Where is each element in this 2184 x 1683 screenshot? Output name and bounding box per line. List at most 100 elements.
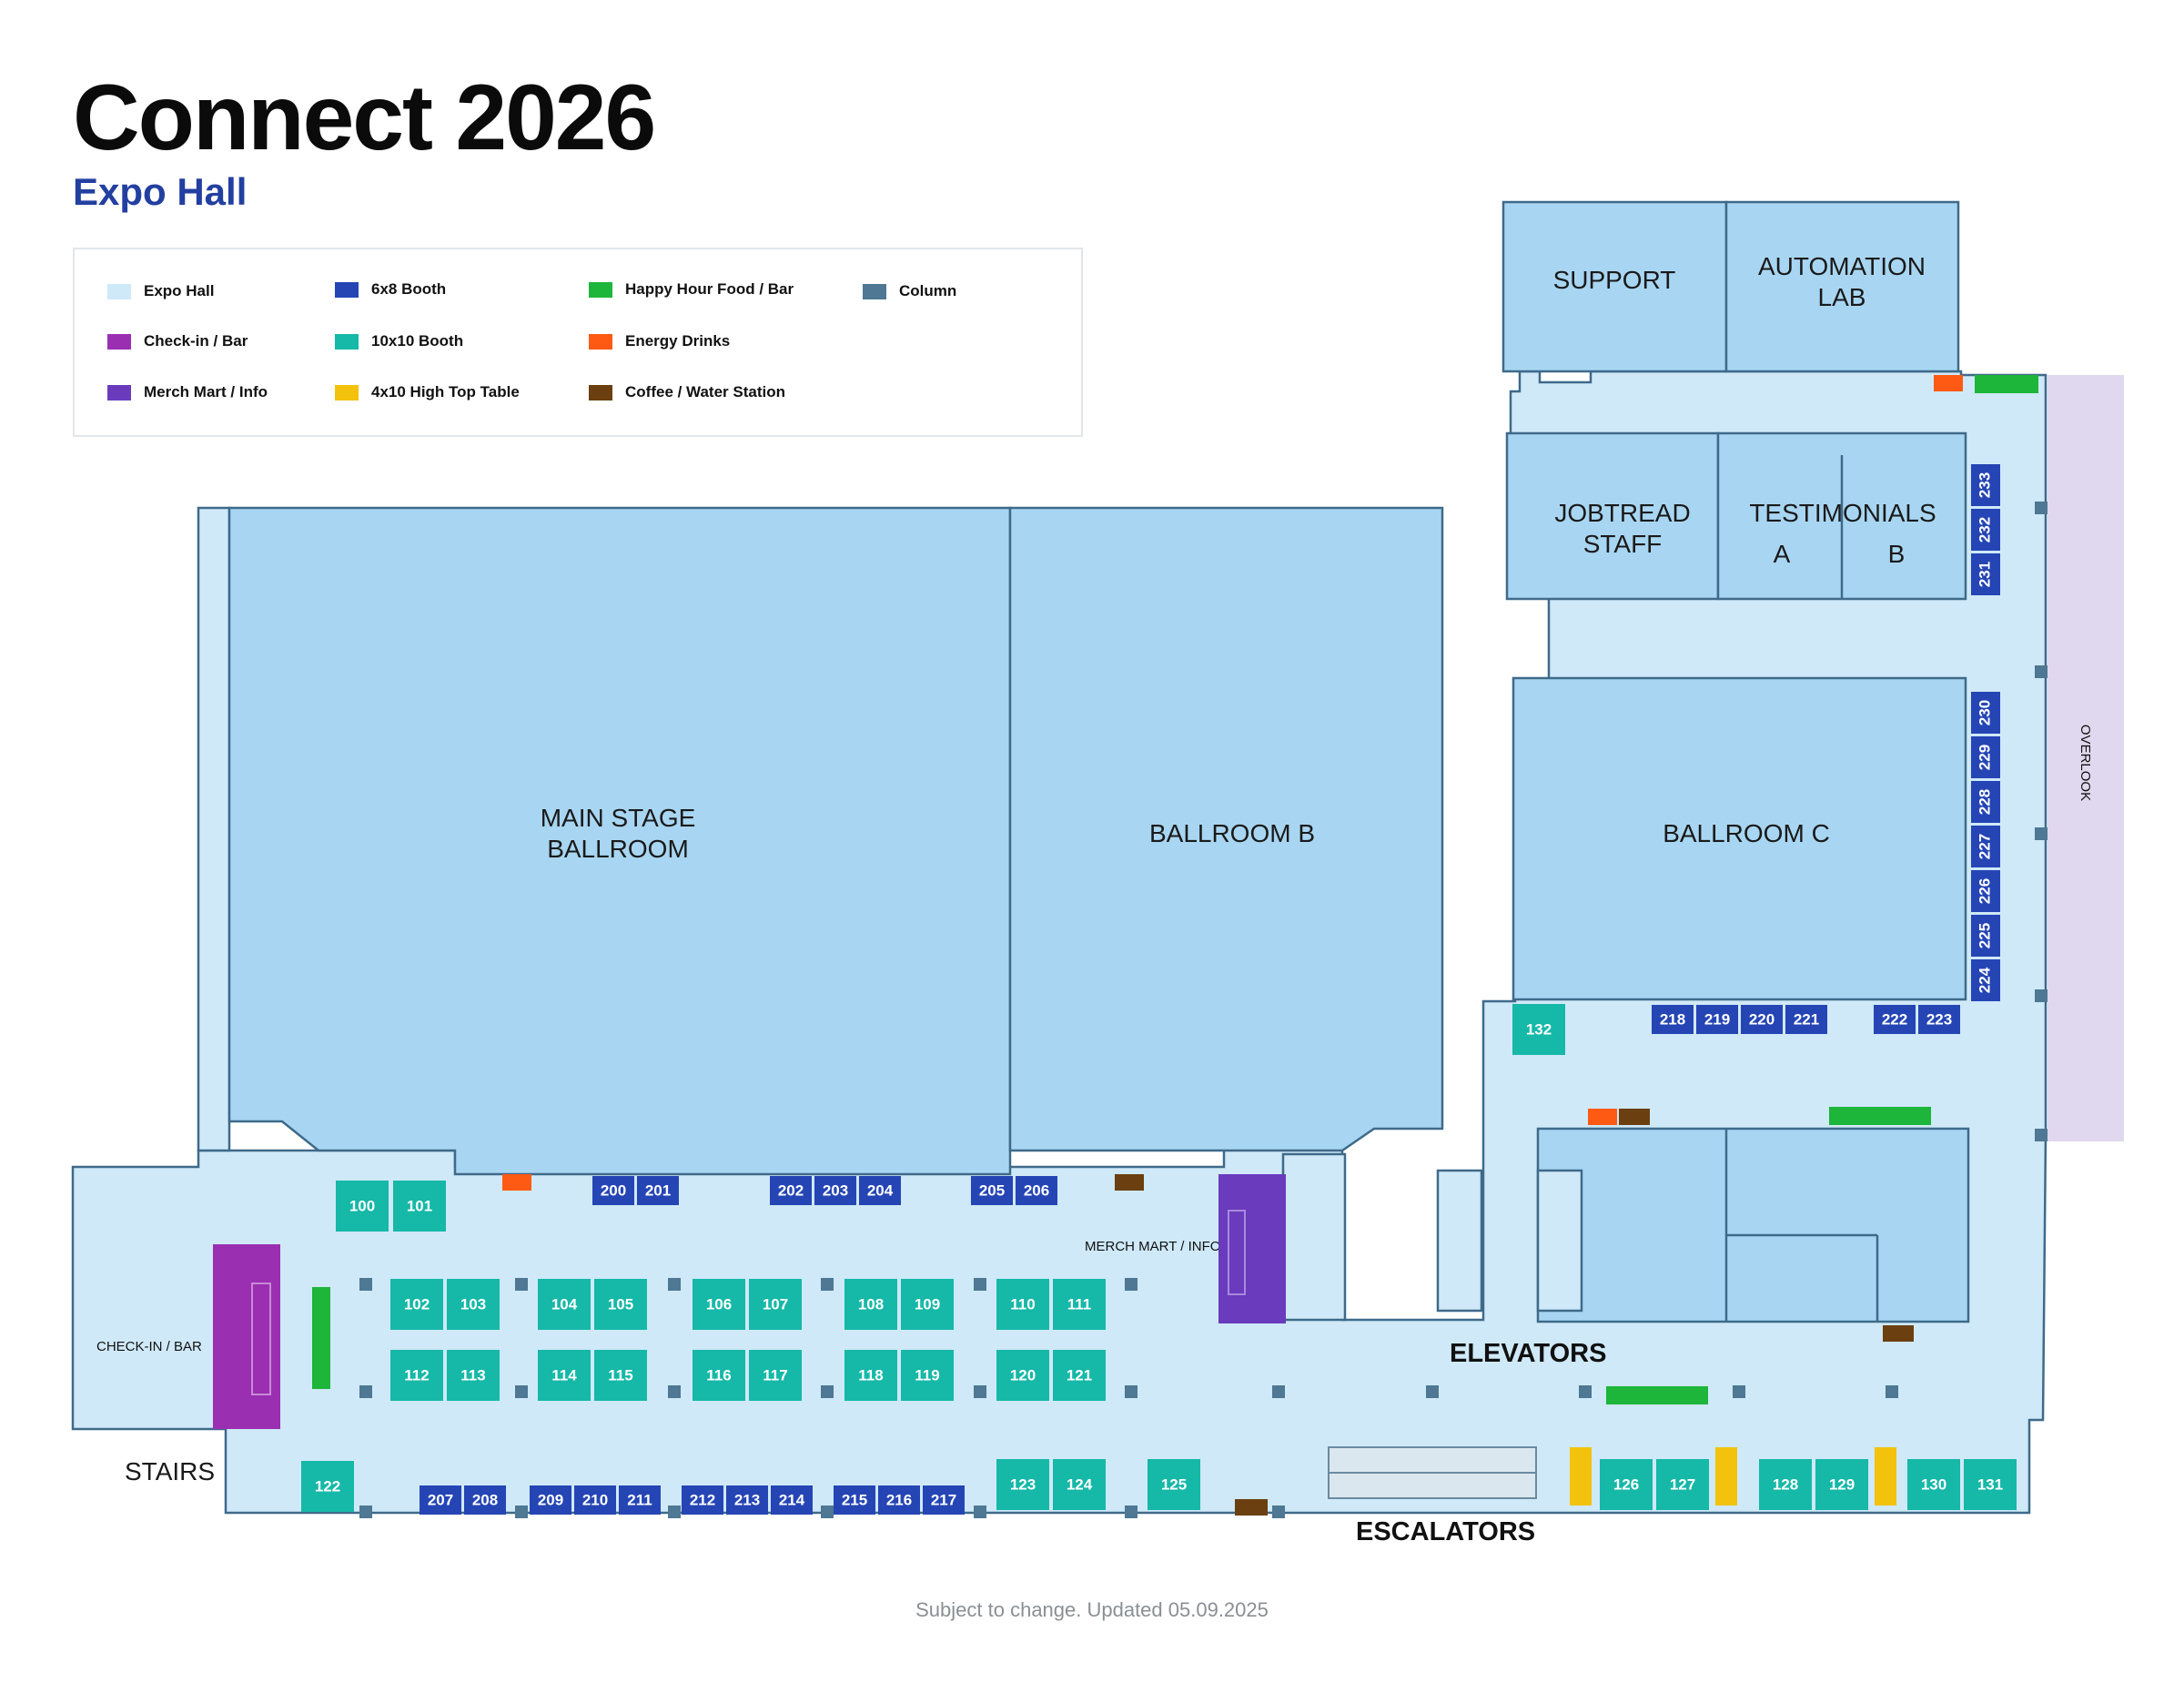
booth-6x8-214[interactable]: 214 (771, 1485, 813, 1515)
booth-rect[interactable] (1053, 1350, 1106, 1401)
booth-10x10-110[interactable]: 110 (996, 1279, 1049, 1330)
booth-rect[interactable] (1741, 1005, 1783, 1034)
booth-6x8-200[interactable]: 200 (592, 1176, 634, 1205)
booth-6x8-224[interactable]: 224 (1971, 959, 2000, 1001)
booth-rect[interactable] (814, 1176, 856, 1205)
booth-rect[interactable] (594, 1279, 647, 1330)
booth-10x10-132[interactable]: 132 (1512, 1004, 1565, 1055)
booth-rect[interactable] (996, 1279, 1049, 1330)
booth-10x10-120[interactable]: 120 (996, 1350, 1049, 1401)
booth-rect[interactable] (1053, 1279, 1106, 1330)
booth-6x8-218[interactable]: 218 (1652, 1005, 1694, 1034)
booth-rect[interactable] (770, 1176, 812, 1205)
booth-rect[interactable] (420, 1485, 461, 1515)
booth-6x8-206[interactable]: 206 (1016, 1176, 1057, 1205)
booth-6x8-202[interactable]: 202 (770, 1176, 812, 1205)
booth-6x8-208[interactable]: 208 (464, 1485, 506, 1515)
booth-rect[interactable] (1600, 1459, 1653, 1510)
booth-10x10-111[interactable]: 111 (1053, 1279, 1106, 1330)
booth-rect[interactable] (859, 1176, 901, 1205)
booth-6x8-210[interactable]: 210 (574, 1485, 616, 1515)
booth-6x8-231[interactable]: 231 (1971, 553, 2000, 595)
booth-rect[interactable] (1874, 1005, 1916, 1034)
booth-6x8-219[interactable]: 219 (1696, 1005, 1738, 1034)
booth-10x10-118[interactable]: 118 (844, 1350, 897, 1401)
booth-rect[interactable] (1512, 1004, 1565, 1055)
booth-10x10-122[interactable]: 122 (301, 1461, 354, 1512)
booth-rect[interactable] (538, 1350, 591, 1401)
booth-rect[interactable] (1971, 692, 2000, 734)
booth-6x8-209[interactable]: 209 (530, 1485, 571, 1515)
booth-6x8-204[interactable]: 204 (859, 1176, 901, 1205)
booth-rect[interactable] (1652, 1005, 1694, 1034)
booth-rect[interactable] (971, 1176, 1013, 1205)
booth-rect[interactable] (637, 1176, 679, 1205)
booth-10x10-108[interactable]: 108 (844, 1279, 897, 1330)
booth-10x10-100[interactable]: 100 (336, 1181, 389, 1232)
booth-10x10-106[interactable]: 106 (693, 1279, 745, 1330)
booth-rect[interactable] (1971, 464, 2000, 506)
booth-10x10-101[interactable]: 101 (393, 1181, 446, 1232)
booth-6x8-216[interactable]: 216 (878, 1485, 920, 1515)
booth-rect[interactable] (447, 1279, 500, 1330)
booth-rect[interactable] (844, 1279, 897, 1330)
booth-rect[interactable] (1971, 870, 2000, 912)
booth-rect[interactable] (619, 1485, 661, 1515)
booth-rect[interactable] (1907, 1459, 1960, 1510)
booth-10x10-103[interactable]: 103 (447, 1279, 500, 1330)
booth-10x10-114[interactable]: 114 (538, 1350, 591, 1401)
booth-6x8-230[interactable]: 230 (1971, 692, 2000, 734)
booth-rect[interactable] (901, 1279, 954, 1330)
booth-rect[interactable] (1785, 1005, 1827, 1034)
booth-rect[interactable] (1656, 1459, 1709, 1510)
booth-rect[interactable] (844, 1350, 897, 1401)
booth-6x8-215[interactable]: 215 (834, 1485, 875, 1515)
booth-6x8-221[interactable]: 221 (1785, 1005, 1827, 1034)
booth-10x10-127[interactable]: 127 (1656, 1459, 1709, 1510)
booth-rect[interactable] (901, 1350, 954, 1401)
booth-rect[interactable] (693, 1350, 745, 1401)
booth-6x8-201[interactable]: 201 (637, 1176, 679, 1205)
booth-rect[interactable] (1918, 1005, 1960, 1034)
booth-rect[interactable] (1148, 1459, 1200, 1510)
booth-rect[interactable] (464, 1485, 506, 1515)
booth-6x8-226[interactable]: 226 (1971, 870, 2000, 912)
booth-10x10-105[interactable]: 105 (594, 1279, 647, 1330)
booth-rect[interactable] (771, 1485, 813, 1515)
booth-rect[interactable] (834, 1485, 875, 1515)
booth-rect[interactable] (749, 1279, 802, 1330)
booth-rect[interactable] (923, 1485, 965, 1515)
booth-rect[interactable] (682, 1485, 723, 1515)
booth-rect[interactable] (726, 1485, 768, 1515)
booth-10x10-107[interactable]: 107 (749, 1279, 802, 1330)
booth-6x8-213[interactable]: 213 (726, 1485, 768, 1515)
booth-10x10-129[interactable]: 129 (1815, 1459, 1868, 1510)
booth-10x10-124[interactable]: 124 (1053, 1459, 1106, 1510)
booth-6x8-203[interactable]: 203 (814, 1176, 856, 1205)
booth-rect[interactable] (996, 1459, 1049, 1510)
booth-rect[interactable] (1971, 915, 2000, 957)
booth-rect[interactable] (530, 1485, 571, 1515)
booth-rect[interactable] (1971, 553, 2000, 595)
booth-10x10-102[interactable]: 102 (390, 1279, 443, 1330)
booth-rect[interactable] (390, 1279, 443, 1330)
booth-rect[interactable] (1815, 1459, 1868, 1510)
booth-6x8-222[interactable]: 222 (1874, 1005, 1916, 1034)
booth-10x10-109[interactable]: 109 (901, 1279, 954, 1330)
booth-6x8-205[interactable]: 205 (971, 1176, 1013, 1205)
booth-rect[interactable] (594, 1350, 647, 1401)
booth-10x10-130[interactable]: 130 (1907, 1459, 1960, 1510)
booth-rect[interactable] (447, 1350, 500, 1401)
booth-rect[interactable] (1696, 1005, 1738, 1034)
booth-6x8-233[interactable]: 233 (1971, 464, 2000, 506)
booth-rect[interactable] (749, 1350, 802, 1401)
booth-rect[interactable] (1016, 1176, 1057, 1205)
booth-10x10-123[interactable]: 123 (996, 1459, 1049, 1510)
booth-6x8-232[interactable]: 232 (1971, 509, 2000, 551)
booth-rect[interactable] (1971, 509, 2000, 551)
booth-rect[interactable] (1971, 736, 2000, 778)
booth-rect[interactable] (996, 1350, 1049, 1401)
booth-6x8-227[interactable]: 227 (1971, 826, 2000, 867)
booth-rect[interactable] (1971, 781, 2000, 823)
booth-rect[interactable] (1759, 1459, 1812, 1510)
